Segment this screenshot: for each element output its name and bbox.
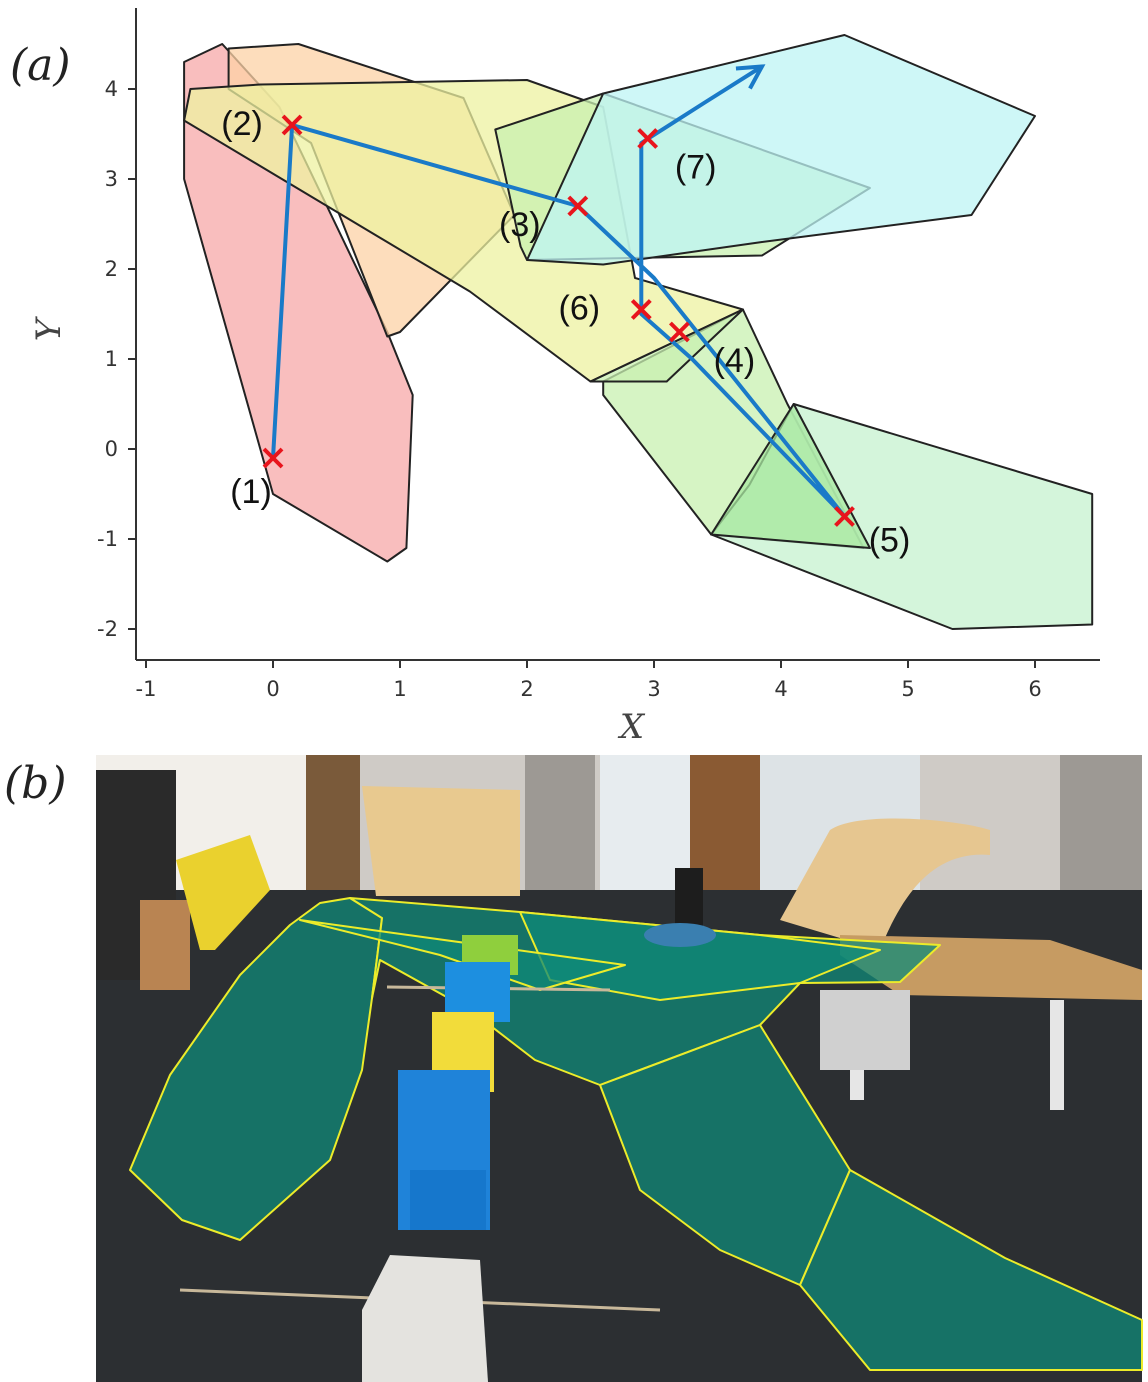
region-polygons <box>183 34 1094 630</box>
y-tick-label: 1 <box>105 347 118 371</box>
y-axis-ticks: -2 -1 0 1 2 3 4 <box>97 77 136 641</box>
projected-region <box>799 1169 1143 1371</box>
x-tick-label: 0 <box>266 677 279 701</box>
waypoint-label: (6) <box>559 290 601 328</box>
waypoint-label: (5) <box>869 522 911 560</box>
x-tick-label: 4 <box>774 677 787 701</box>
waypoint-label: (7) <box>675 149 717 187</box>
trajectory-arrowhead <box>735 64 766 90</box>
x-tick-label: -1 <box>136 677 157 701</box>
waypoint-marker <box>637 128 659 149</box>
x-tick-label: 3 <box>647 677 660 701</box>
table-leg <box>1050 1000 1064 1110</box>
y-tick-label: -1 <box>97 527 118 551</box>
x-axis-ticks: -1 0 1 2 3 4 5 6 <box>136 660 1042 701</box>
y-tick-label: 4 <box>105 77 118 101</box>
blue-block-base <box>410 1170 486 1230</box>
robot-body <box>675 868 703 928</box>
cardboard-box <box>140 900 190 990</box>
foam-wall-left <box>362 786 520 896</box>
trajectory-plot: (a) (1) (2) (3) (4) (5) (6) (7) -1 0 1 2 3 4 5 6 -2 -1… <box>10 8 1100 747</box>
y-tick-label: -2 <box>97 617 118 641</box>
equipment-box <box>820 990 910 1070</box>
region-green-triangle-upper <box>589 308 744 383</box>
y-axis-title: Y <box>29 315 69 341</box>
x-tick-label: 2 <box>520 677 533 701</box>
white-box <box>362 1255 488 1382</box>
region-green-triangle-lower <box>710 403 871 549</box>
y-tick-label: 0 <box>105 437 118 461</box>
waypoint-label: (1) <box>230 473 272 511</box>
waypoint-marker <box>567 195 589 217</box>
region-cyan <box>526 34 1036 266</box>
foam-wall-right <box>780 818 990 950</box>
x-axis-title: X <box>617 707 646 747</box>
waypoint-label: (2) <box>221 105 263 143</box>
robot-base <box>644 923 716 947</box>
waypoint-marker <box>630 299 652 320</box>
waypoint-marker <box>262 447 284 469</box>
panel-b-letter: (b) <box>4 758 67 809</box>
y-tick-label: 3 <box>105 167 118 191</box>
trajectory-line <box>271 64 847 519</box>
lab-photo: (b) <box>4 755 1143 1382</box>
waypoint-label: (4) <box>714 342 756 380</box>
y-tick-label: 2 <box>105 257 118 281</box>
panel-a-letter: (a) <box>10 40 71 91</box>
yellow-block-stack <box>176 835 270 950</box>
trajectory-path <box>271 64 847 519</box>
waypoint-marker <box>834 506 855 527</box>
x-tick-label: 5 <box>901 677 914 701</box>
waypoint-marker <box>668 321 690 343</box>
x-tick-label: 1 <box>393 677 406 701</box>
x-tick-label: 6 <box>1028 677 1041 701</box>
waypoint-marker <box>281 114 303 136</box>
waypoint-label: (3) <box>499 206 541 244</box>
waypoint-markers: (1) (2) (3) (4) (5) (6) (7) <box>221 105 910 560</box>
